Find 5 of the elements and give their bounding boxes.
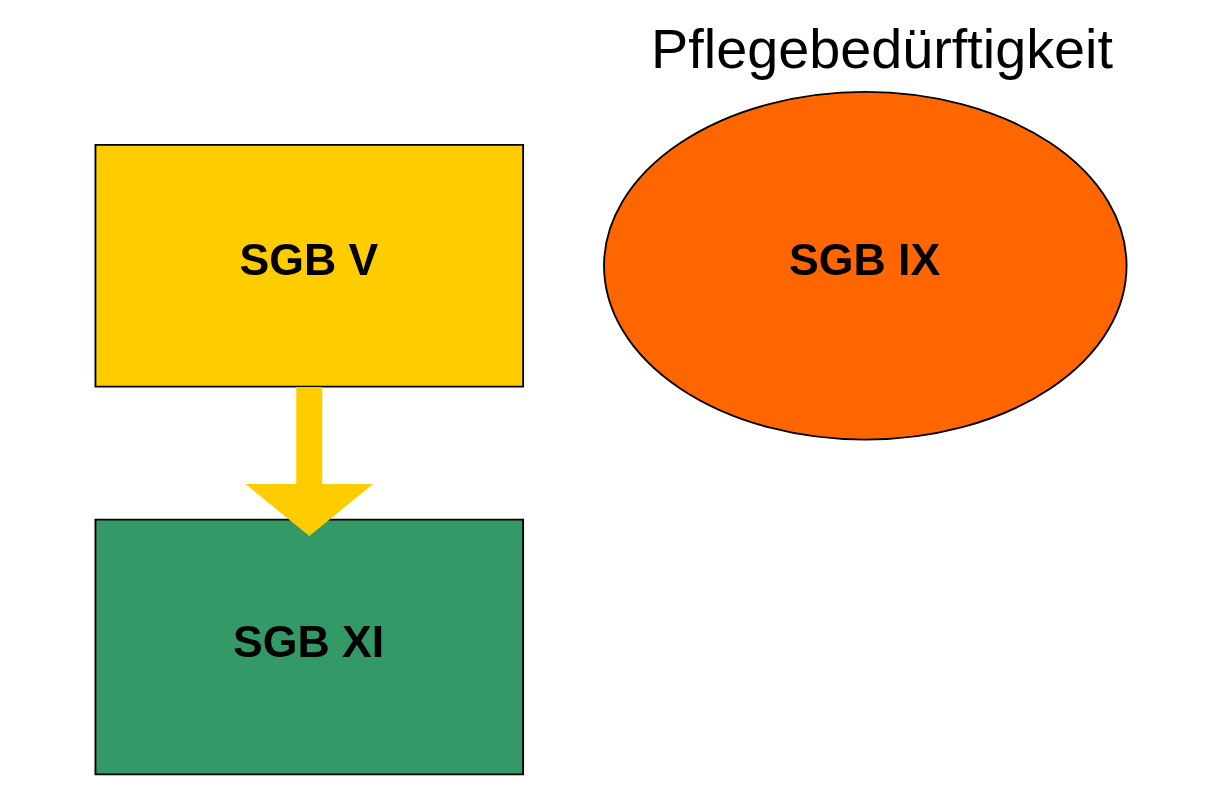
node-ellipse: SGB IX <box>603 90 1128 441</box>
node-box: SGB XI <box>94 518 525 776</box>
diagram-title: Pflegebedürftigkeit <box>651 17 1113 80</box>
node-box: SGB V <box>94 143 525 388</box>
arrow <box>245 387 374 537</box>
